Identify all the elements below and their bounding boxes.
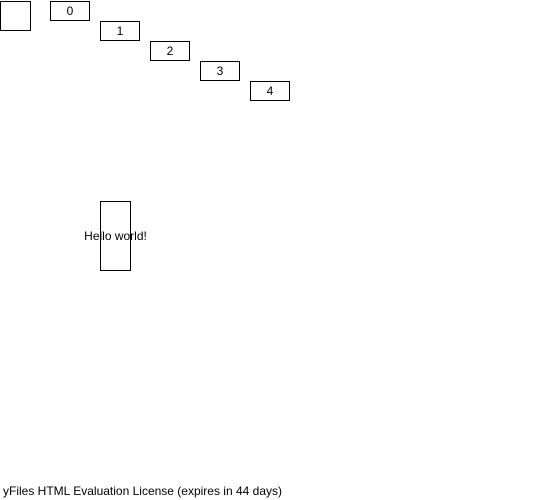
node-label: 4 <box>266 84 274 98</box>
graph-node-4[interactable]: 4 <box>250 81 290 101</box>
license-notice: yFiles HTML Evaluation License (expires … <box>3 484 283 498</box>
node-label: 3 <box>216 64 224 78</box>
node-label: 0 <box>66 4 74 18</box>
graph-node-1[interactable]: 1 <box>100 21 140 41</box>
graph-node-blank[interactable] <box>0 1 31 31</box>
graph-node-2[interactable]: 2 <box>150 41 190 61</box>
node-label: 2 <box>166 44 174 58</box>
graph-node-3[interactable]: 3 <box>200 61 240 81</box>
node-label: 1 <box>116 24 124 38</box>
graph-node-hello-world[interactable]: Hello world! <box>84 201 147 271</box>
node-label: Hello world! <box>84 229 147 243</box>
graph-node-0[interactable]: 0 <box>50 1 90 21</box>
